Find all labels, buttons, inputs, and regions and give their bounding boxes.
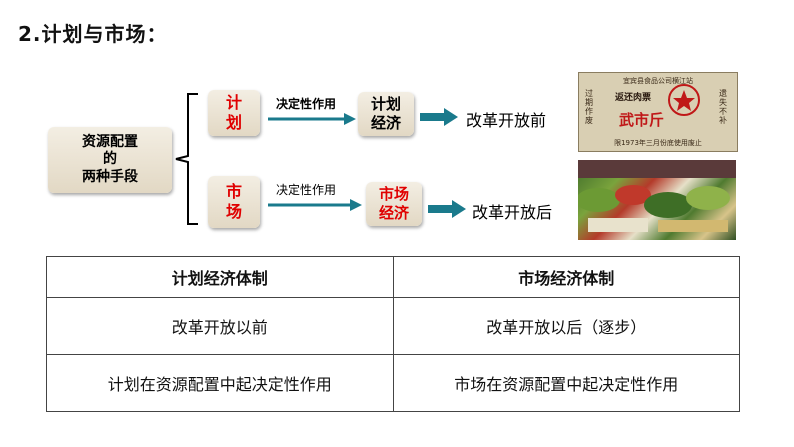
resource-allocation-box: 资源配置 的 两种手段 [48,127,172,193]
table-header: 计划经济体制 [46,256,394,298]
table-cell: 市场在资源配置中起决定性作用 [392,354,740,412]
arrow-icon [268,199,362,211]
market-box: 市 场 [208,176,260,228]
coupon-left-note: 过期作废 [585,89,593,125]
plan-economy-box: 计划 经济 [358,92,414,136]
plan-result-1: 计划 [370,95,401,114]
arrow-icon [428,200,466,218]
coupon-right-note: 遗失不补 [719,89,727,125]
table-cell: 改革开放以后（逐步） [392,297,740,355]
vegetables-illustration [578,160,736,232]
coupon-heading: 返还肉票 [615,93,652,103]
table-cell: 计划在资源配置中起决定性作用 [46,354,394,412]
plan-label-1: 计 [225,93,242,112]
market-economy-box: 市场 经济 [366,182,422,226]
market-action-label: 决定性作用 [276,183,337,197]
coupon-stamp-text: 武市斤 [619,111,665,129]
main-box-line-3: 两种手段 [82,168,138,185]
vegetable-market-photo [578,160,736,240]
meat-coupon-image: 宜宾县食品公司横江站 返还肉票 过期作废 遗失不补 武市斤 限1973年三月份底… [578,72,738,152]
plan-era-label: 改革开放前 [466,111,547,130]
main-box-line-1: 资源配置 [82,133,138,150]
plan-result-2: 经济 [370,114,401,132]
arrow-icon [420,108,458,126]
main-box-line-2: 的 [103,151,117,168]
market-result-2: 经济 [378,204,409,222]
market-label-2: 场 [225,202,242,221]
market-result-1: 市场 [378,185,409,204]
table-cell: 改革开放以前 [46,297,394,355]
plan-box: 计 划 [208,90,260,136]
market-label-1: 市 [225,182,242,201]
page-title: 2.计划与市场： [18,22,168,46]
table-header: 市场经济体制 [392,256,740,298]
table-header-row: 计划经济体制 市场经济体制 [46,256,740,298]
table-row: 改革开放以前 改革开放以后（逐步） [46,297,740,355]
comparison-table: 计划经济体制 市场经济体制 改革开放以前 改革开放以后（逐步） 计划在资源配置中… [46,256,740,412]
plan-action-label: 决定性作用 [276,97,337,111]
red-stamp-icon [668,84,700,116]
arrow-icon [268,113,356,125]
table-row: 计划在资源配置中起决定性作用 市场在资源配置中起决定性作用 [46,354,740,412]
market-era-label: 改革开放后 [472,203,553,222]
plan-label-2: 划 [225,113,242,132]
coupon-issuer: 宜宾县食品公司横江站 [623,77,693,85]
brace-icon [175,93,198,225]
coupon-date: 限1973年三月份底使用废止 [614,139,702,147]
